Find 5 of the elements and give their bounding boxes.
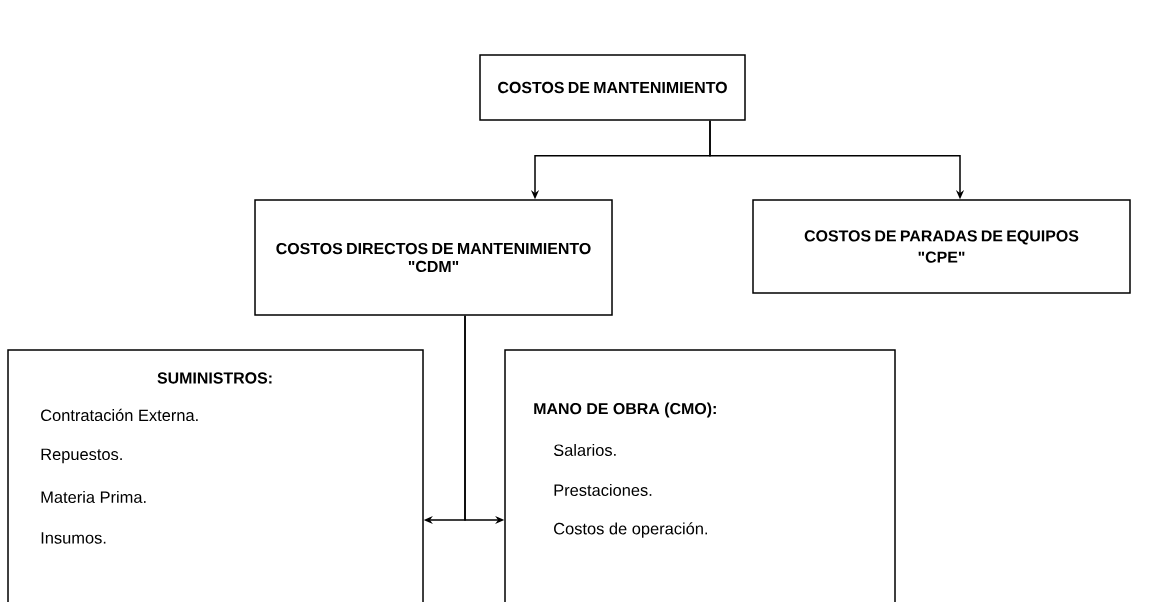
box: COSTOS DE MANTENIMIENTO (479, 54, 746, 121)
box: MANO DE OBRA (CMO): Salarios. Prestaciones. Costos de operación. (504, 349, 896, 602)
box: SUMINISTROS: Contratación Externa. Repuestos. Materia Prima. Insumos. (7, 349, 424, 602)
box: COSTOS DE PARADAS DE EQUIPOS "CPE" (752, 199, 1131, 294)
box: COSTOS DIRECTOS DE MANTENIMIENTO "CDM" (254, 199, 613, 316)
